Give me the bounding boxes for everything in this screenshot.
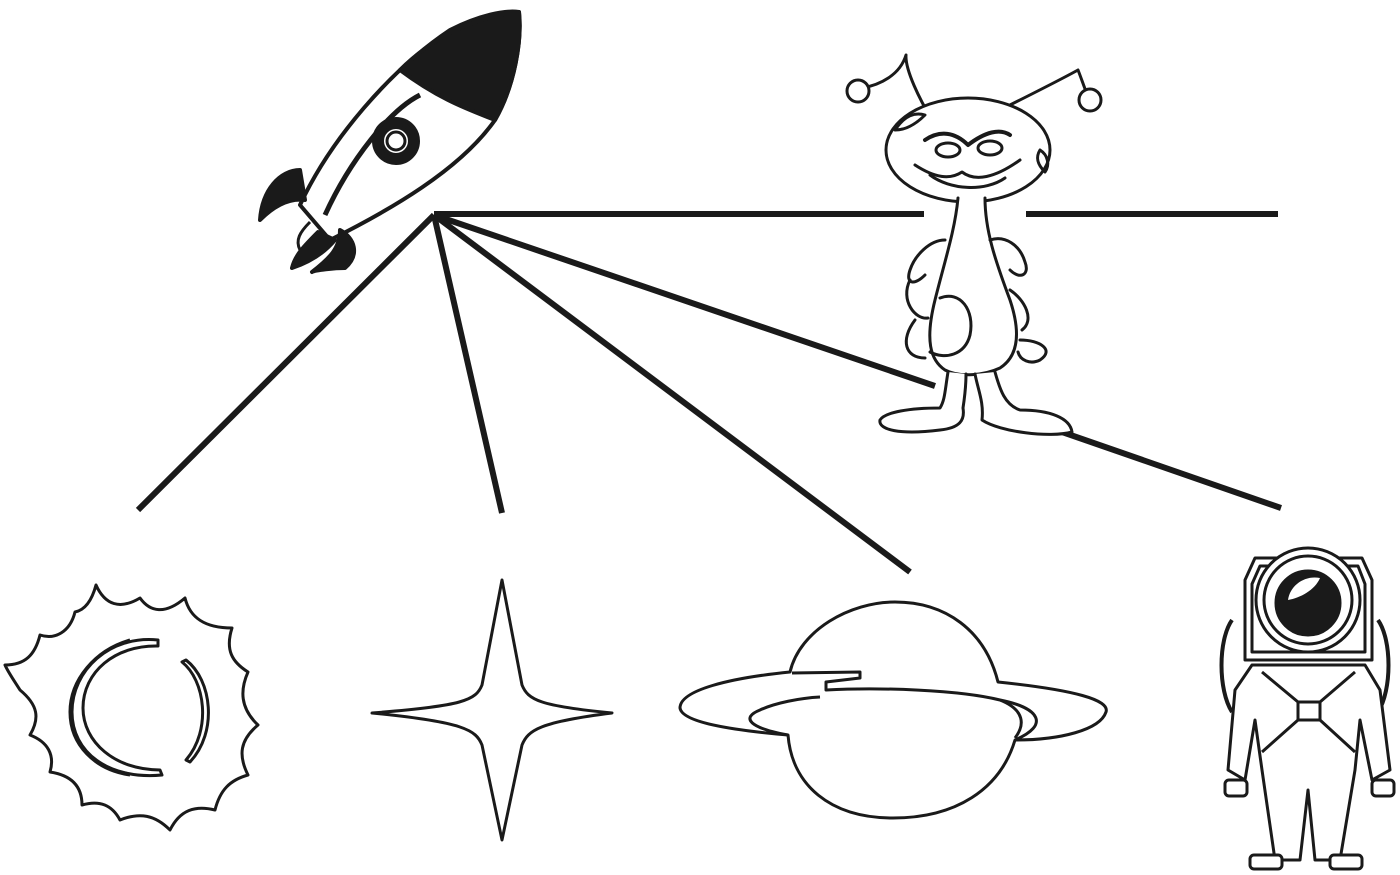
connector-lines xyxy=(138,214,1281,572)
connector-rocket-alien-right xyxy=(434,215,935,386)
connector-rocket-planet xyxy=(434,215,910,572)
astronaut-icon xyxy=(1222,548,1395,869)
alien-icon xyxy=(847,55,1101,434)
star-icon xyxy=(372,580,612,840)
saturn-planet-icon xyxy=(680,602,1106,818)
sun-icon xyxy=(5,585,258,830)
connector-rocket-sun xyxy=(138,215,434,510)
